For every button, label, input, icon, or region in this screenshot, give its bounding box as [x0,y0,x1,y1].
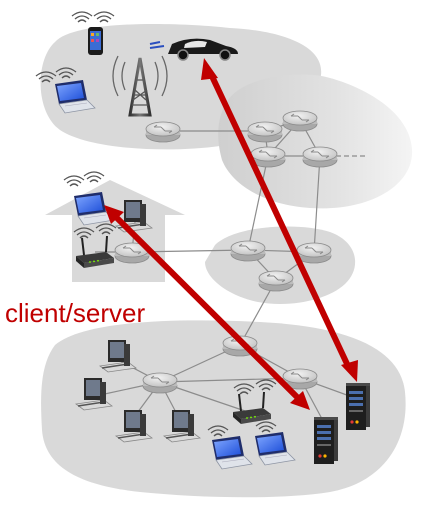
client-server-arrows [104,58,358,410]
wifi-waves-icon [93,11,115,23]
router-icon [282,110,318,132]
smartphone-icon [88,27,103,55]
client-server-label: client/server [5,298,146,328]
motion-lines-icon [149,41,165,49]
router-icon [142,372,178,394]
router-icon [296,242,332,264]
cell-tower-icon [112,55,168,117]
router-icon [258,270,294,292]
router-icon [302,146,338,168]
router-icon [145,121,181,143]
wifi-waves-icon [71,11,93,23]
car-icon [168,38,238,61]
wifi-waves-icon [83,171,105,183]
global-isp-region [218,74,413,209]
router-icon [230,240,266,262]
router-icon [247,121,283,143]
regional-isp-region [205,226,356,304]
wifi-waves-icon [63,175,85,187]
server-icon [314,417,338,464]
server-icon [346,383,370,430]
